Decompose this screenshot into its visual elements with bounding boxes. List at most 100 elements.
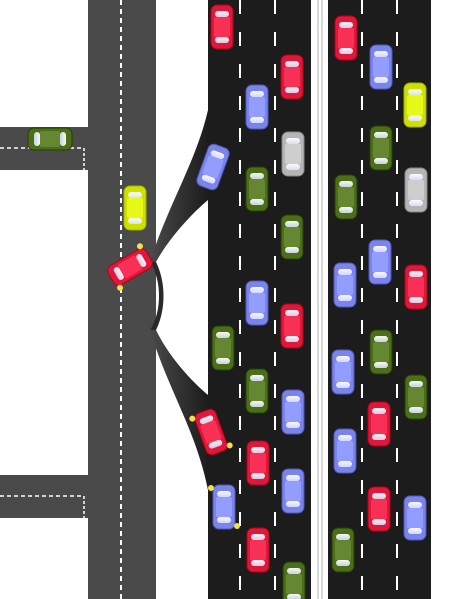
car-front-window (250, 287, 264, 293)
car-green-8 (369, 329, 393, 375)
car-rear-window (201, 174, 216, 184)
car-roof (285, 144, 301, 164)
car-roof (250, 453, 266, 473)
car-rear-window (250, 199, 264, 205)
car-roof (284, 316, 300, 336)
car-red-9 (367, 486, 391, 532)
turn-signal-icon (136, 243, 143, 250)
car-lime-1 (403, 82, 427, 128)
car-roof (249, 179, 265, 199)
car-front-window (216, 332, 230, 338)
car-front-window (210, 150, 225, 160)
merge-ramp-core (150, 262, 164, 330)
car-front-window (250, 91, 264, 97)
car-blue-7 (368, 239, 392, 285)
car-green-7 (334, 174, 358, 220)
car-rear-window (374, 77, 388, 83)
car-roof (408, 277, 424, 297)
car-red-side (107, 243, 153, 291)
cars-layer (27, 4, 428, 599)
car-rear-window (338, 461, 352, 467)
car-front-window (339, 181, 353, 187)
car-blue-4 (208, 484, 240, 530)
car-roof (249, 293, 265, 313)
car-red-6 (334, 15, 358, 61)
car-front-window (409, 174, 423, 180)
car-blue-8 (333, 262, 357, 308)
car-roof (284, 67, 300, 87)
car-green-10 (331, 527, 355, 573)
car-rear-window (286, 501, 300, 507)
car-front-window (136, 254, 147, 267)
car-green-6 (369, 125, 393, 171)
car-rear-window (374, 158, 388, 164)
car-roof (373, 138, 389, 158)
car-roof (118, 255, 142, 279)
turn-signal-icon (117, 284, 124, 291)
car-blue-2 (245, 280, 269, 326)
car-front-window (215, 11, 229, 17)
car-rear-window (215, 37, 229, 43)
car-rear-window (217, 517, 231, 523)
car-rear-window (336, 560, 350, 566)
car-front-window (251, 534, 265, 540)
car-rear-window (34, 132, 40, 146)
car-front-window (286, 475, 300, 481)
car-rear-window (408, 528, 422, 534)
car-roof (214, 17, 230, 37)
car-roof (284, 227, 300, 247)
car-rear-window (409, 200, 423, 206)
car-rear-window (372, 519, 386, 525)
car-front-window (339, 22, 353, 28)
car-green-5 (282, 561, 306, 599)
car-roof (335, 362, 351, 382)
car-roof (407, 95, 423, 115)
car-rear-window (374, 362, 388, 368)
car-rear-window (250, 313, 264, 319)
car-lime-side (123, 185, 147, 231)
car-red-1 (210, 4, 234, 50)
car-red-2 (280, 54, 304, 100)
car-roof (335, 540, 351, 560)
car-red-7 (404, 264, 428, 310)
car-roof (408, 180, 424, 200)
car-roof (202, 155, 224, 179)
car-front-window (409, 271, 423, 277)
car-front-window (287, 568, 301, 574)
car-rear-window (208, 439, 223, 449)
car-roof (40, 131, 60, 147)
car-red-5 (246, 527, 270, 573)
car-blue-6 (369, 44, 393, 90)
car-front-window (199, 415, 214, 425)
car-roof (373, 57, 389, 77)
car-green-side-road (27, 127, 73, 151)
car-front-window (374, 336, 388, 342)
car-rear-window (250, 401, 264, 407)
car-front-window (372, 493, 386, 499)
car-green-9 (404, 374, 428, 420)
car-roof (371, 499, 387, 519)
car-rear-window (285, 247, 299, 253)
car-green-1 (245, 166, 269, 212)
car-rear-window (339, 48, 353, 54)
car-rear-window (216, 358, 230, 364)
car-rear-window (250, 117, 264, 123)
car-front-window (128, 192, 142, 198)
car-rear-window (338, 295, 352, 301)
car-roof (249, 381, 265, 401)
car-red-8 (367, 401, 391, 447)
highway-median (311, 0, 328, 599)
car-rear-window (287, 594, 301, 599)
car-blue-11 (403, 495, 427, 541)
car-rear-window (113, 267, 124, 280)
turn-signal-icon (226, 442, 233, 449)
car-rear-window (373, 272, 387, 278)
car-front-window (408, 502, 422, 508)
car-rear-window (409, 297, 423, 303)
car-green-3 (211, 325, 235, 371)
car-silver-1 (281, 131, 305, 177)
car-roof (337, 275, 353, 295)
car-roof (372, 252, 388, 272)
car-rear-window (286, 164, 300, 170)
